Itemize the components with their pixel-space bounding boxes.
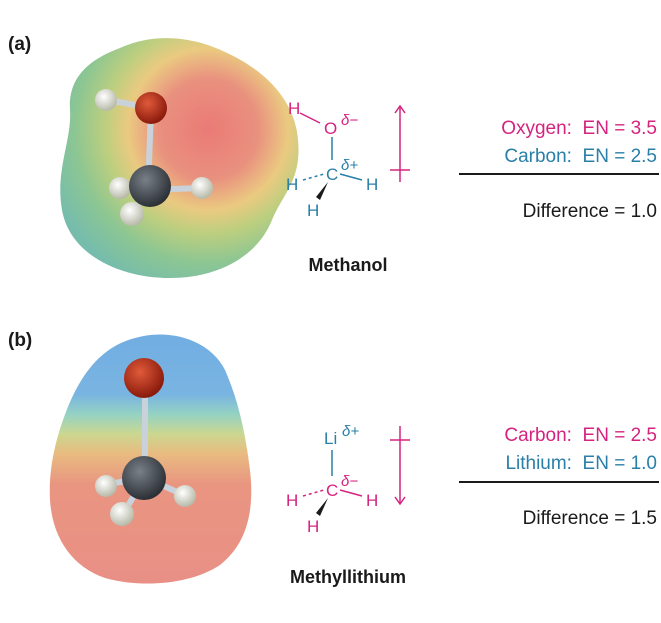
panel-a-label: (a) (8, 34, 32, 55)
difference-rule (459, 173, 659, 175)
oxygen-delta-label: δ− (341, 112, 358, 129)
hydrogen-right-label: H (366, 175, 378, 194)
dipole-arrow-icon (390, 104, 410, 182)
hydrogen-top-label: H (288, 99, 300, 118)
hydrogen-right-label: H (366, 491, 378, 510)
en-line-lithium: Lithium: EN = 1.0 (505, 453, 657, 475)
en-line-oxygen: Oxygen: EN = 3.5 (501, 118, 657, 140)
oxygen-atom (135, 92, 167, 124)
lithium-atom (124, 358, 164, 398)
methyllithium-structure: Li δ+ C δ− H H H (286, 423, 378, 536)
methanol-structure: H O δ− C δ+ H H H (286, 99, 378, 220)
en-line-carbon: Carbon: EN = 2.5 (504, 146, 657, 168)
en-value: EN = 3.5 (582, 118, 657, 139)
methyllithium-potential-map (49, 334, 252, 584)
hydrogen-bottom-label: H (307, 201, 319, 220)
methanol-potential-map (60, 38, 299, 278)
en-difference: Difference = 1.0 (522, 201, 657, 222)
hydrogen-atom (191, 177, 213, 199)
carbon-atom (122, 456, 166, 500)
carbon-label: C (326, 481, 338, 500)
carbon-delta-label: δ− (341, 473, 358, 490)
molecule-name-methanol: Methanol (308, 255, 388, 275)
panel-b-label: (b) (8, 330, 33, 351)
hydrogen-atom (174, 485, 196, 507)
hydrogen-atom (95, 89, 117, 111)
element-name: Carbon: (504, 146, 572, 167)
element-name: Carbon: (504, 425, 572, 446)
hydrogen-bottom-label: H (307, 517, 319, 536)
element-name: Oxygen: (501, 118, 572, 139)
carbon-label: C (326, 165, 338, 184)
en-line-carbon: Carbon: EN = 2.5 (504, 425, 657, 447)
dipole-arrow-icon (390, 426, 410, 506)
en-value: EN = 1.0 (582, 453, 657, 474)
hydrogen-left-label: H (286, 175, 298, 194)
methanol-surface (60, 38, 299, 278)
lithium-delta-label: δ+ (342, 423, 359, 440)
molecule-name-methyllithium: Methyllithium (290, 567, 406, 587)
hydrogen-left-label: H (286, 491, 298, 510)
difference-rule (459, 481, 659, 483)
hydrogen-atom (110, 502, 134, 526)
en-value: EN = 2.5 (582, 146, 657, 167)
oxygen-label: O (324, 119, 337, 138)
lithium-label: Li (324, 429, 337, 448)
hydrogen-atom (120, 202, 144, 226)
en-value: EN = 2.5 (582, 425, 657, 446)
hydrogen-atom (109, 177, 131, 199)
element-name: Lithium: (505, 453, 572, 474)
carbon-atom (129, 165, 171, 207)
en-difference: Difference = 1.5 (522, 508, 657, 529)
carbon-delta-label: δ+ (341, 157, 358, 174)
hydrogen-atom (95, 475, 117, 497)
